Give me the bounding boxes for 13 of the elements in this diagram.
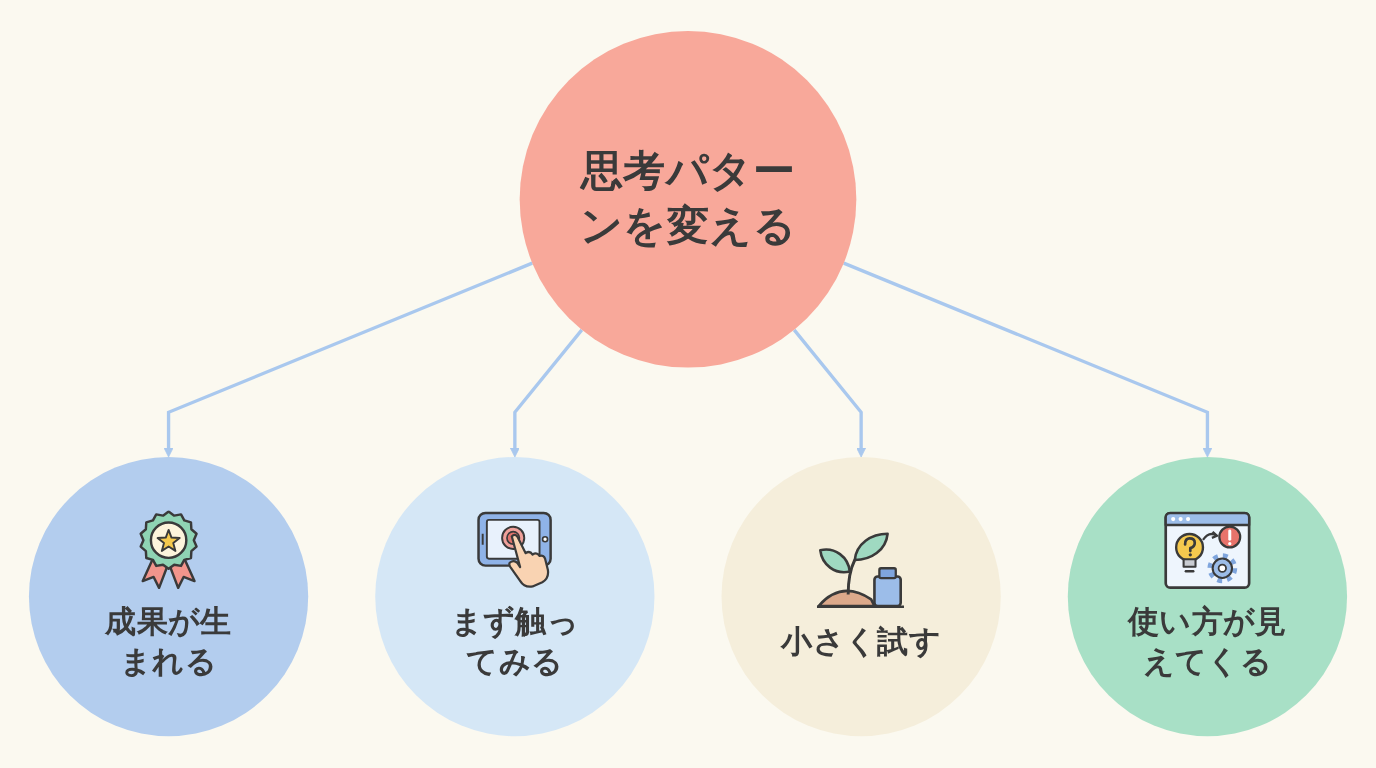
node-label: 成果が生まれる xyxy=(104,602,233,683)
topic-circle xyxy=(28,457,309,737)
arrow xyxy=(843,262,1213,458)
arrow xyxy=(509,329,584,458)
node-label: 使い方が見えてくる xyxy=(1126,602,1288,683)
center-circle xyxy=(519,31,857,368)
topic-circle xyxy=(721,457,1001,737)
node-label: 小さく試す xyxy=(781,622,941,663)
arrow xyxy=(163,262,533,458)
node-label: 思考パターンを変える xyxy=(578,145,798,254)
topic-circle xyxy=(375,457,655,737)
node-label: まず触ってみる xyxy=(449,602,581,683)
arrow xyxy=(792,329,867,458)
